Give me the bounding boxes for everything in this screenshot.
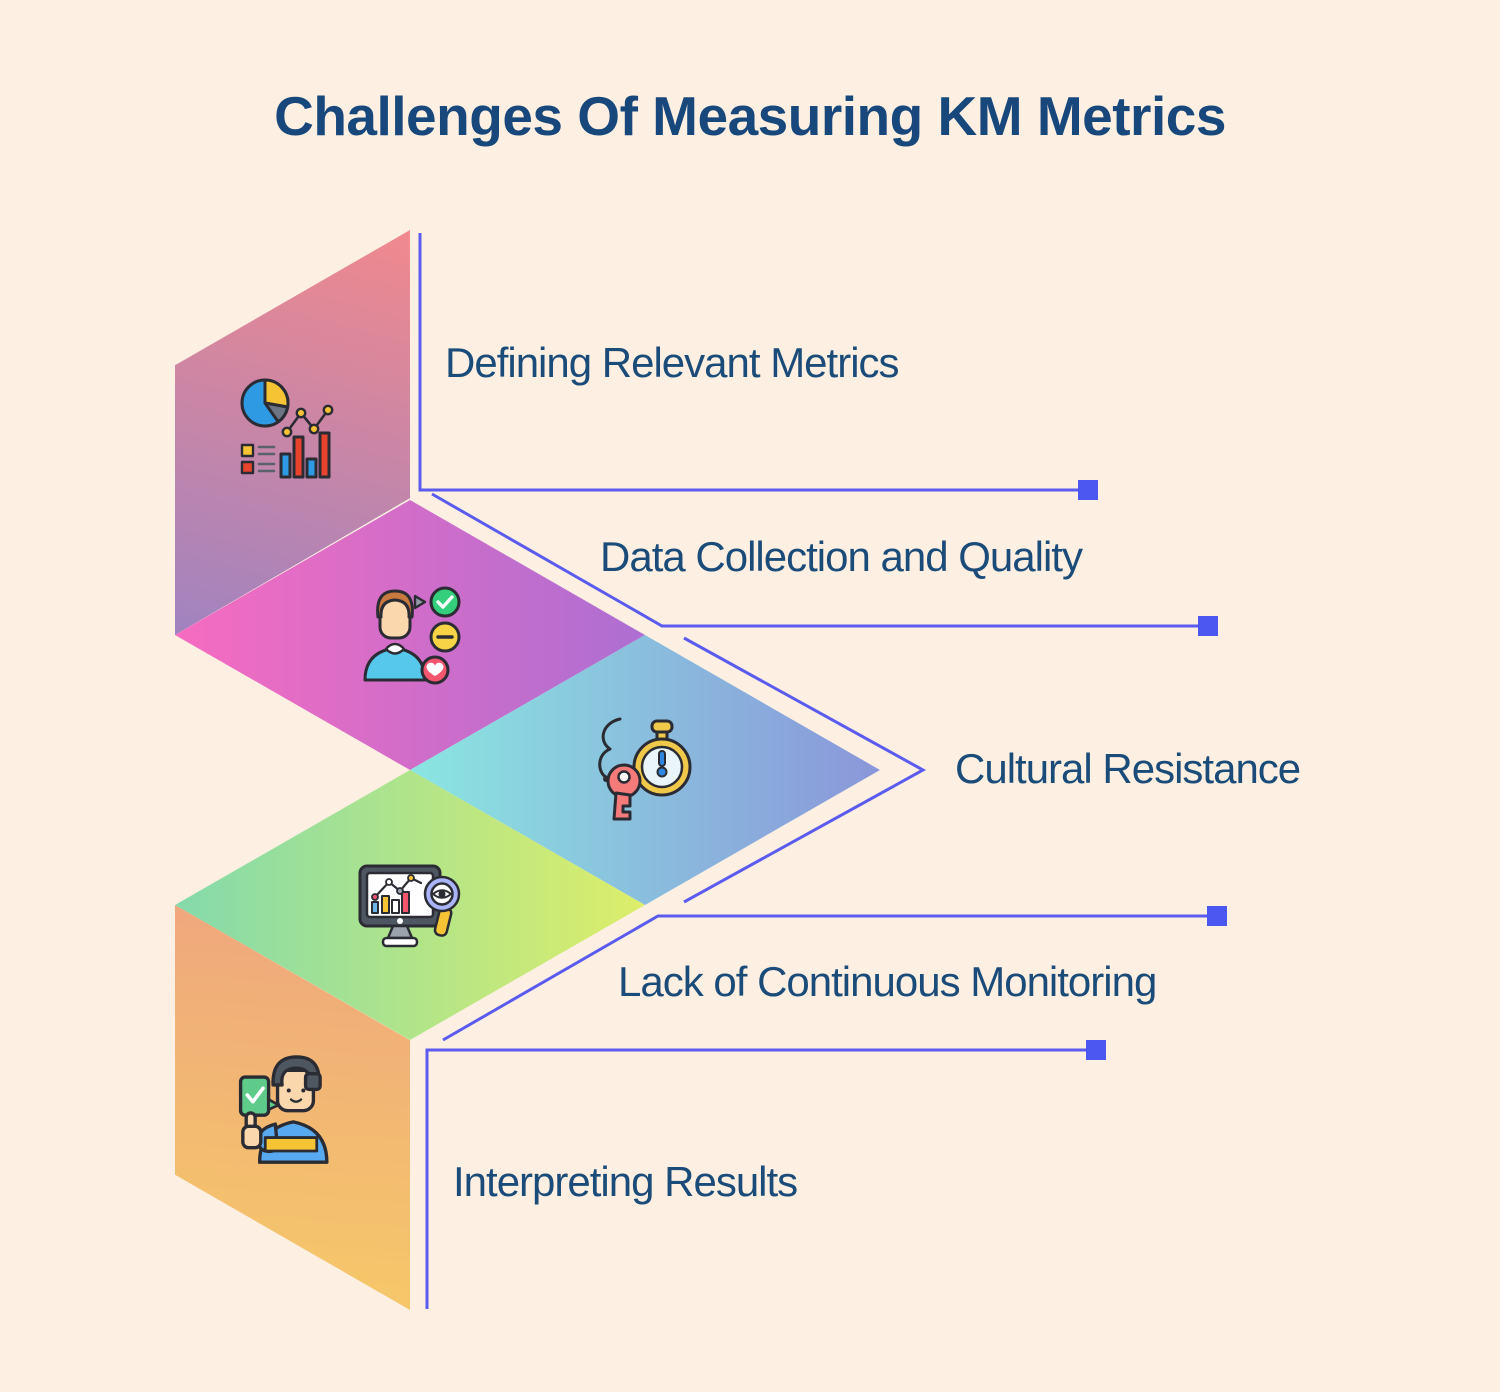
connector-line-interpreting-results — [425, 1048, 1086, 1309]
monitor-analytics-icon — [358, 864, 461, 948]
step-label-defining-metrics: Defining Relevant Metrics — [445, 339, 900, 386]
connector-endpoint-square — [1198, 616, 1218, 636]
pie-and-bar-chart-icon — [240, 378, 334, 479]
connector-line-defining-metrics — [418, 233, 1078, 492]
connector-line-data-collection — [431, 492, 1198, 628]
connector-endpoint-square — [1207, 906, 1227, 926]
connector-endpoint-square — [1078, 480, 1098, 500]
person-thumbs-up-icon — [238, 1055, 329, 1164]
step-label-data-collection: Data Collection and Quality — [600, 533, 1083, 580]
page-title: Challenges Of Measuring KM Metrics — [274, 85, 1226, 147]
connector-line-continuous-monitoring — [442, 914, 1207, 1042]
connector-endpoint-square — [1086, 1040, 1106, 1060]
connector-chevron-cultural-resistance — [683, 636, 927, 904]
stopwatch-and-key-icon — [598, 717, 692, 821]
step-label-cultural-resistance: Cultural Resistance — [955, 745, 1301, 792]
step-label-continuous-monitoring: Lack of Continuous Monitoring — [618, 958, 1157, 1005]
step-label-interpreting-results: Interpreting Results — [453, 1158, 798, 1205]
person-feedback-icon — [363, 586, 461, 685]
